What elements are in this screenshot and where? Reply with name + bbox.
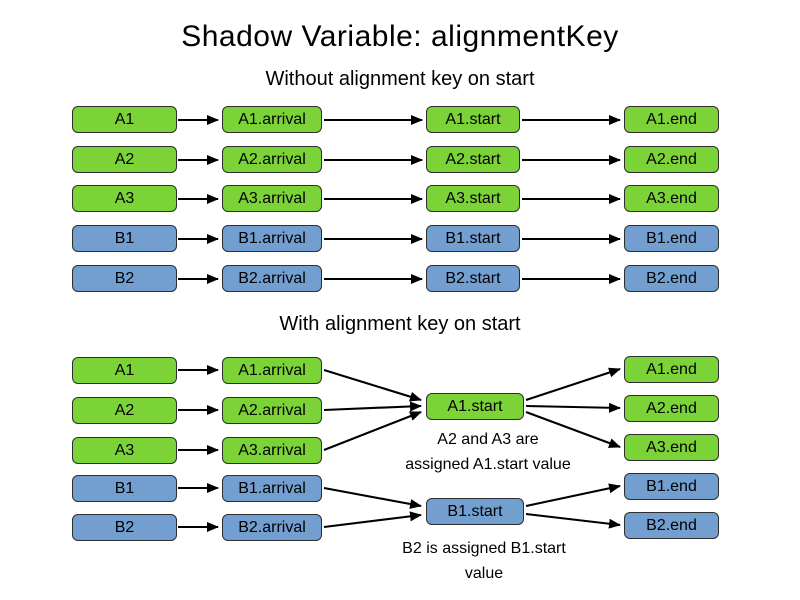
arrow xyxy=(525,483,621,508)
node-end-a2: A2.end xyxy=(624,146,719,173)
node-arrival-a1: A1.arrival xyxy=(222,106,322,133)
node-end-b2: B2.end xyxy=(624,265,719,292)
note-a-annotation: A2 and A3 are assigned A1.start value xyxy=(368,427,608,477)
section1-subtitle: Without alignment key on start xyxy=(265,68,535,90)
node-end-b2-s2: B2.end xyxy=(624,512,719,539)
node-arrival-b1: B1.arrival xyxy=(222,225,322,252)
node-source-a3-s2: A3 xyxy=(72,437,177,464)
node-source-a1-s2: A1 xyxy=(72,357,177,384)
node-arrival-a1-s2: A1.arrival xyxy=(222,357,322,384)
node-source-b2: B2 xyxy=(72,265,177,292)
note-b-line2: value xyxy=(464,565,504,582)
arrow xyxy=(525,367,621,401)
node-end-a1-s2: A1.end xyxy=(624,356,719,383)
node-end-a2-s2: A2.end xyxy=(624,395,719,422)
page-title: Shadow Variable: alignmentKey xyxy=(181,20,619,53)
node-end-a1: A1.end xyxy=(624,106,719,133)
arrow xyxy=(323,511,422,529)
node-source-a1: A1 xyxy=(72,106,177,133)
node-end-b1-s2: B1.end xyxy=(624,473,719,500)
arrow xyxy=(323,401,422,412)
node-arrival-b2-s2: B2.arrival xyxy=(222,514,322,541)
section2-subtitle: With alignment key on start xyxy=(279,313,521,335)
node-start-a2: A2.start xyxy=(426,146,520,173)
arrow xyxy=(525,402,621,413)
node-arrival-a2-s2: A2.arrival xyxy=(222,397,322,424)
node-source-b2-s2: B2 xyxy=(72,514,177,541)
node-start-a1: A1.start xyxy=(426,106,520,133)
node-arrival-b2: B2.arrival xyxy=(222,265,322,292)
node-end-a3: A3.end xyxy=(624,185,719,212)
node-source-b1: B1 xyxy=(72,225,177,252)
node-source-a2: A2 xyxy=(72,146,177,173)
node-arrival-a2: A2.arrival xyxy=(222,146,322,173)
node-start-b1: B1.start xyxy=(426,225,520,252)
node-source-b1-s2: B1 xyxy=(72,475,177,502)
node-end-b1: B1.end xyxy=(624,225,719,252)
node-source-a2-s2: A2 xyxy=(72,397,177,424)
arrow xyxy=(323,486,422,509)
node-source-a3: A3 xyxy=(72,185,177,212)
node-end-a3-s2: A3.end xyxy=(624,434,719,461)
note-a-line1: A2 and A3 are xyxy=(437,431,539,448)
note-b-line1: B2 is assigned B1.start xyxy=(402,540,566,557)
node-start-a1-shared: A1.start xyxy=(426,393,524,420)
note-a-line2: assigned A1.start value xyxy=(405,456,571,473)
arrow xyxy=(525,512,621,529)
node-start-a3: A3.start xyxy=(426,185,520,212)
arrow xyxy=(323,368,422,402)
node-start-b1-shared: B1.start xyxy=(426,498,524,525)
note-b-annotation: B2 is assigned B1.start value xyxy=(384,536,584,586)
node-arrival-a3: A3.arrival xyxy=(222,185,322,212)
node-arrival-b1-s2: B1.arrival xyxy=(222,475,322,502)
node-arrival-a3-s2: A3.arrival xyxy=(222,437,322,464)
node-start-b2: B2.start xyxy=(426,265,520,292)
